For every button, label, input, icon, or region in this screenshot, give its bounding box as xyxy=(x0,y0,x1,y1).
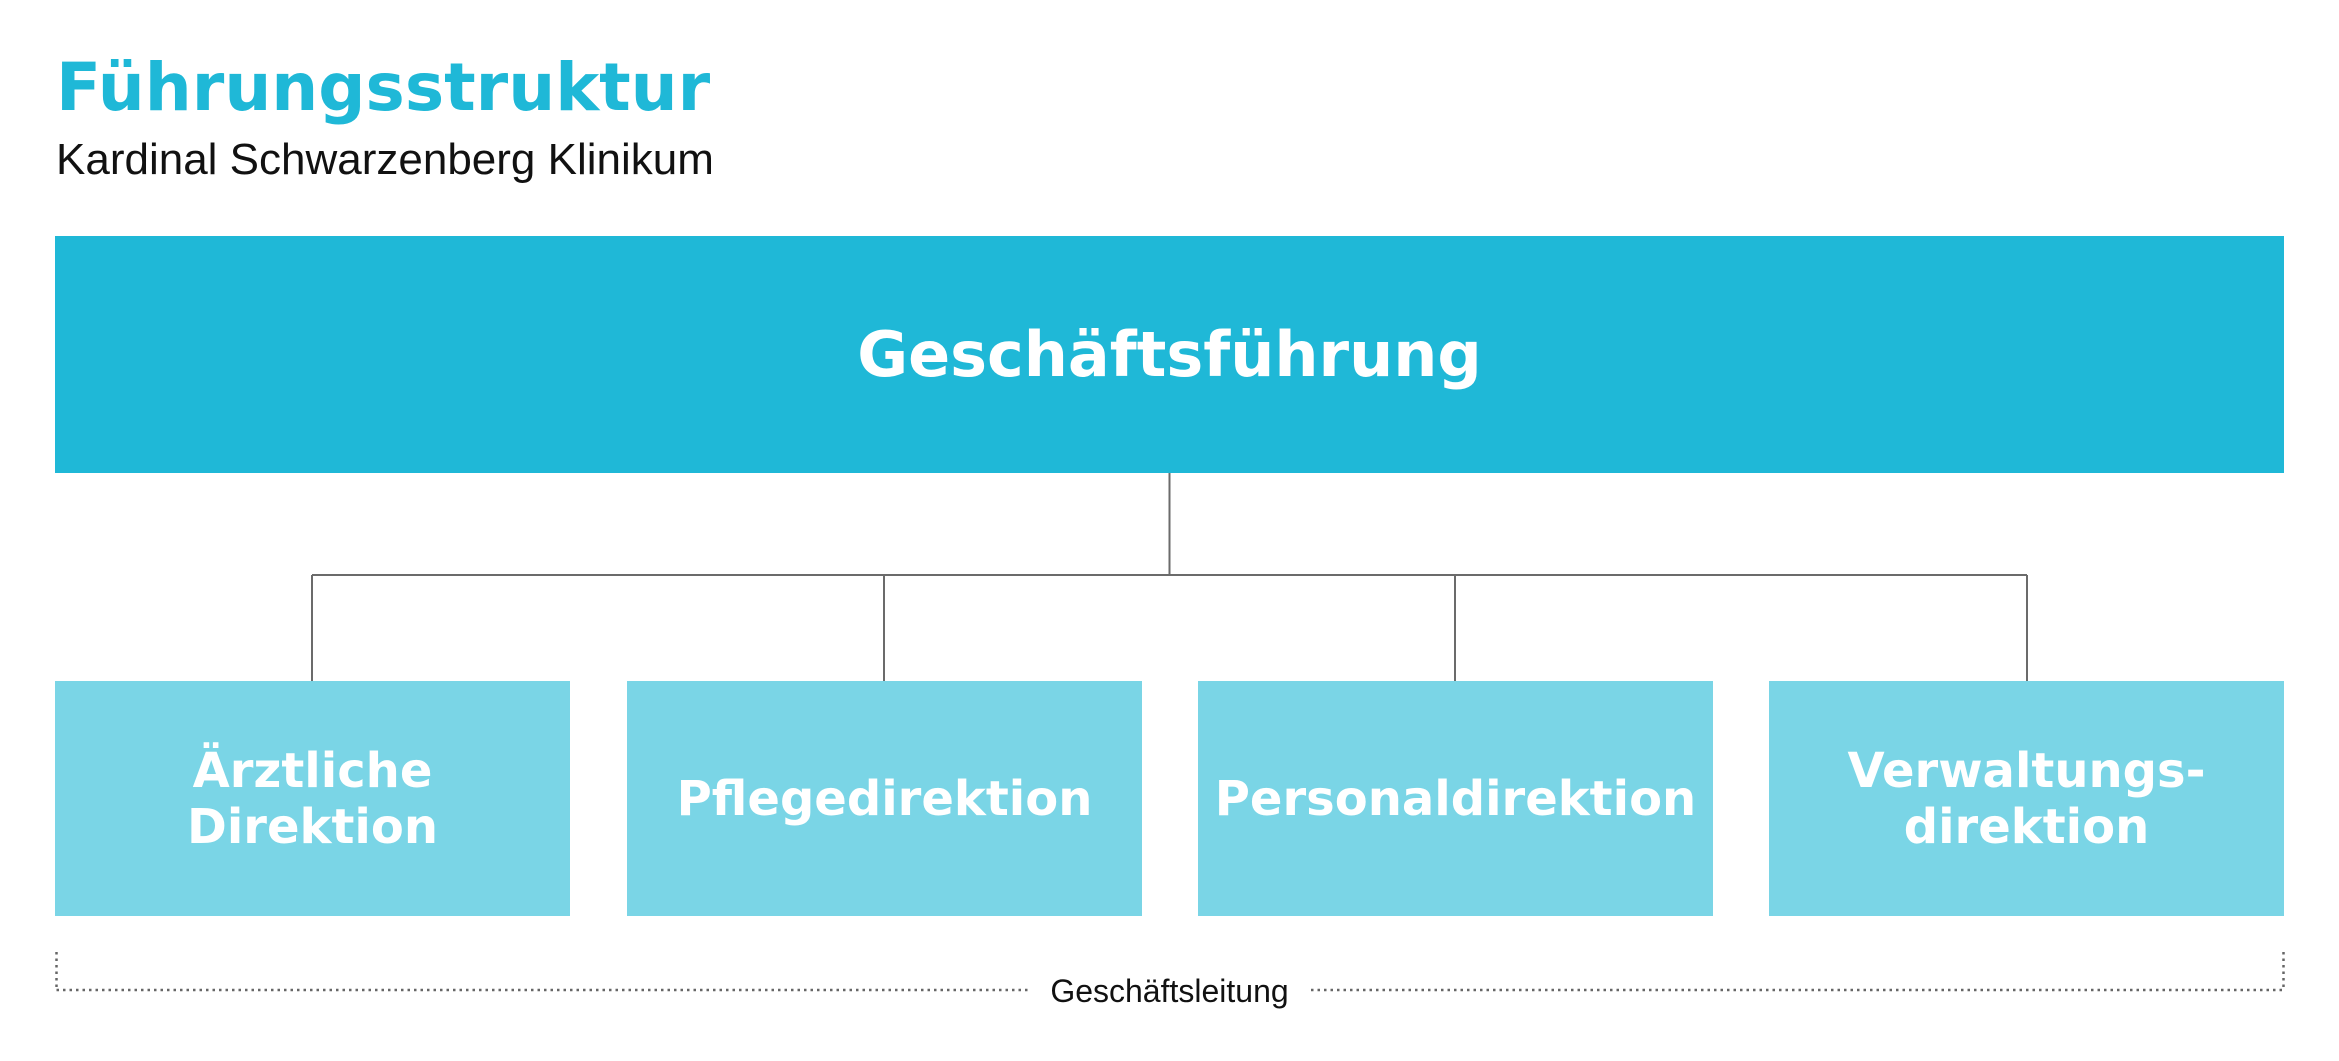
node-personaldirektion: Personaldirektion xyxy=(1198,681,1713,916)
bracket-label-wrap: Geschäftsleitung xyxy=(0,967,2339,1015)
node-pflegedirektion: Pflegedirektion xyxy=(627,681,1142,916)
node-aerztliche-direktion: Ärztliche Direktion xyxy=(55,681,570,916)
node-geschaeftsfuehrung: Geschäftsführung xyxy=(55,236,2284,473)
node-geschaeftsfuehrung-label: Geschäftsführung xyxy=(857,317,1482,391)
node-verwaltungsdirektion-label: Verwaltungs- direktion xyxy=(1847,742,2206,855)
node-aerztliche-direktion-label: Ärztliche Direktion xyxy=(187,742,438,855)
page-title: Führungsstruktur xyxy=(56,49,711,126)
node-personaldirektion-label: Personaldirektion xyxy=(1214,770,1697,827)
page-subtitle: Kardinal Schwarzenberg Klinikum xyxy=(56,135,714,184)
bracket-label: Geschäftsleitung xyxy=(1028,973,1311,1009)
node-verwaltungsdirektion: Verwaltungs- direktion xyxy=(1769,681,2284,916)
node-pflegedirektion-label: Pflegedirektion xyxy=(676,770,1093,827)
